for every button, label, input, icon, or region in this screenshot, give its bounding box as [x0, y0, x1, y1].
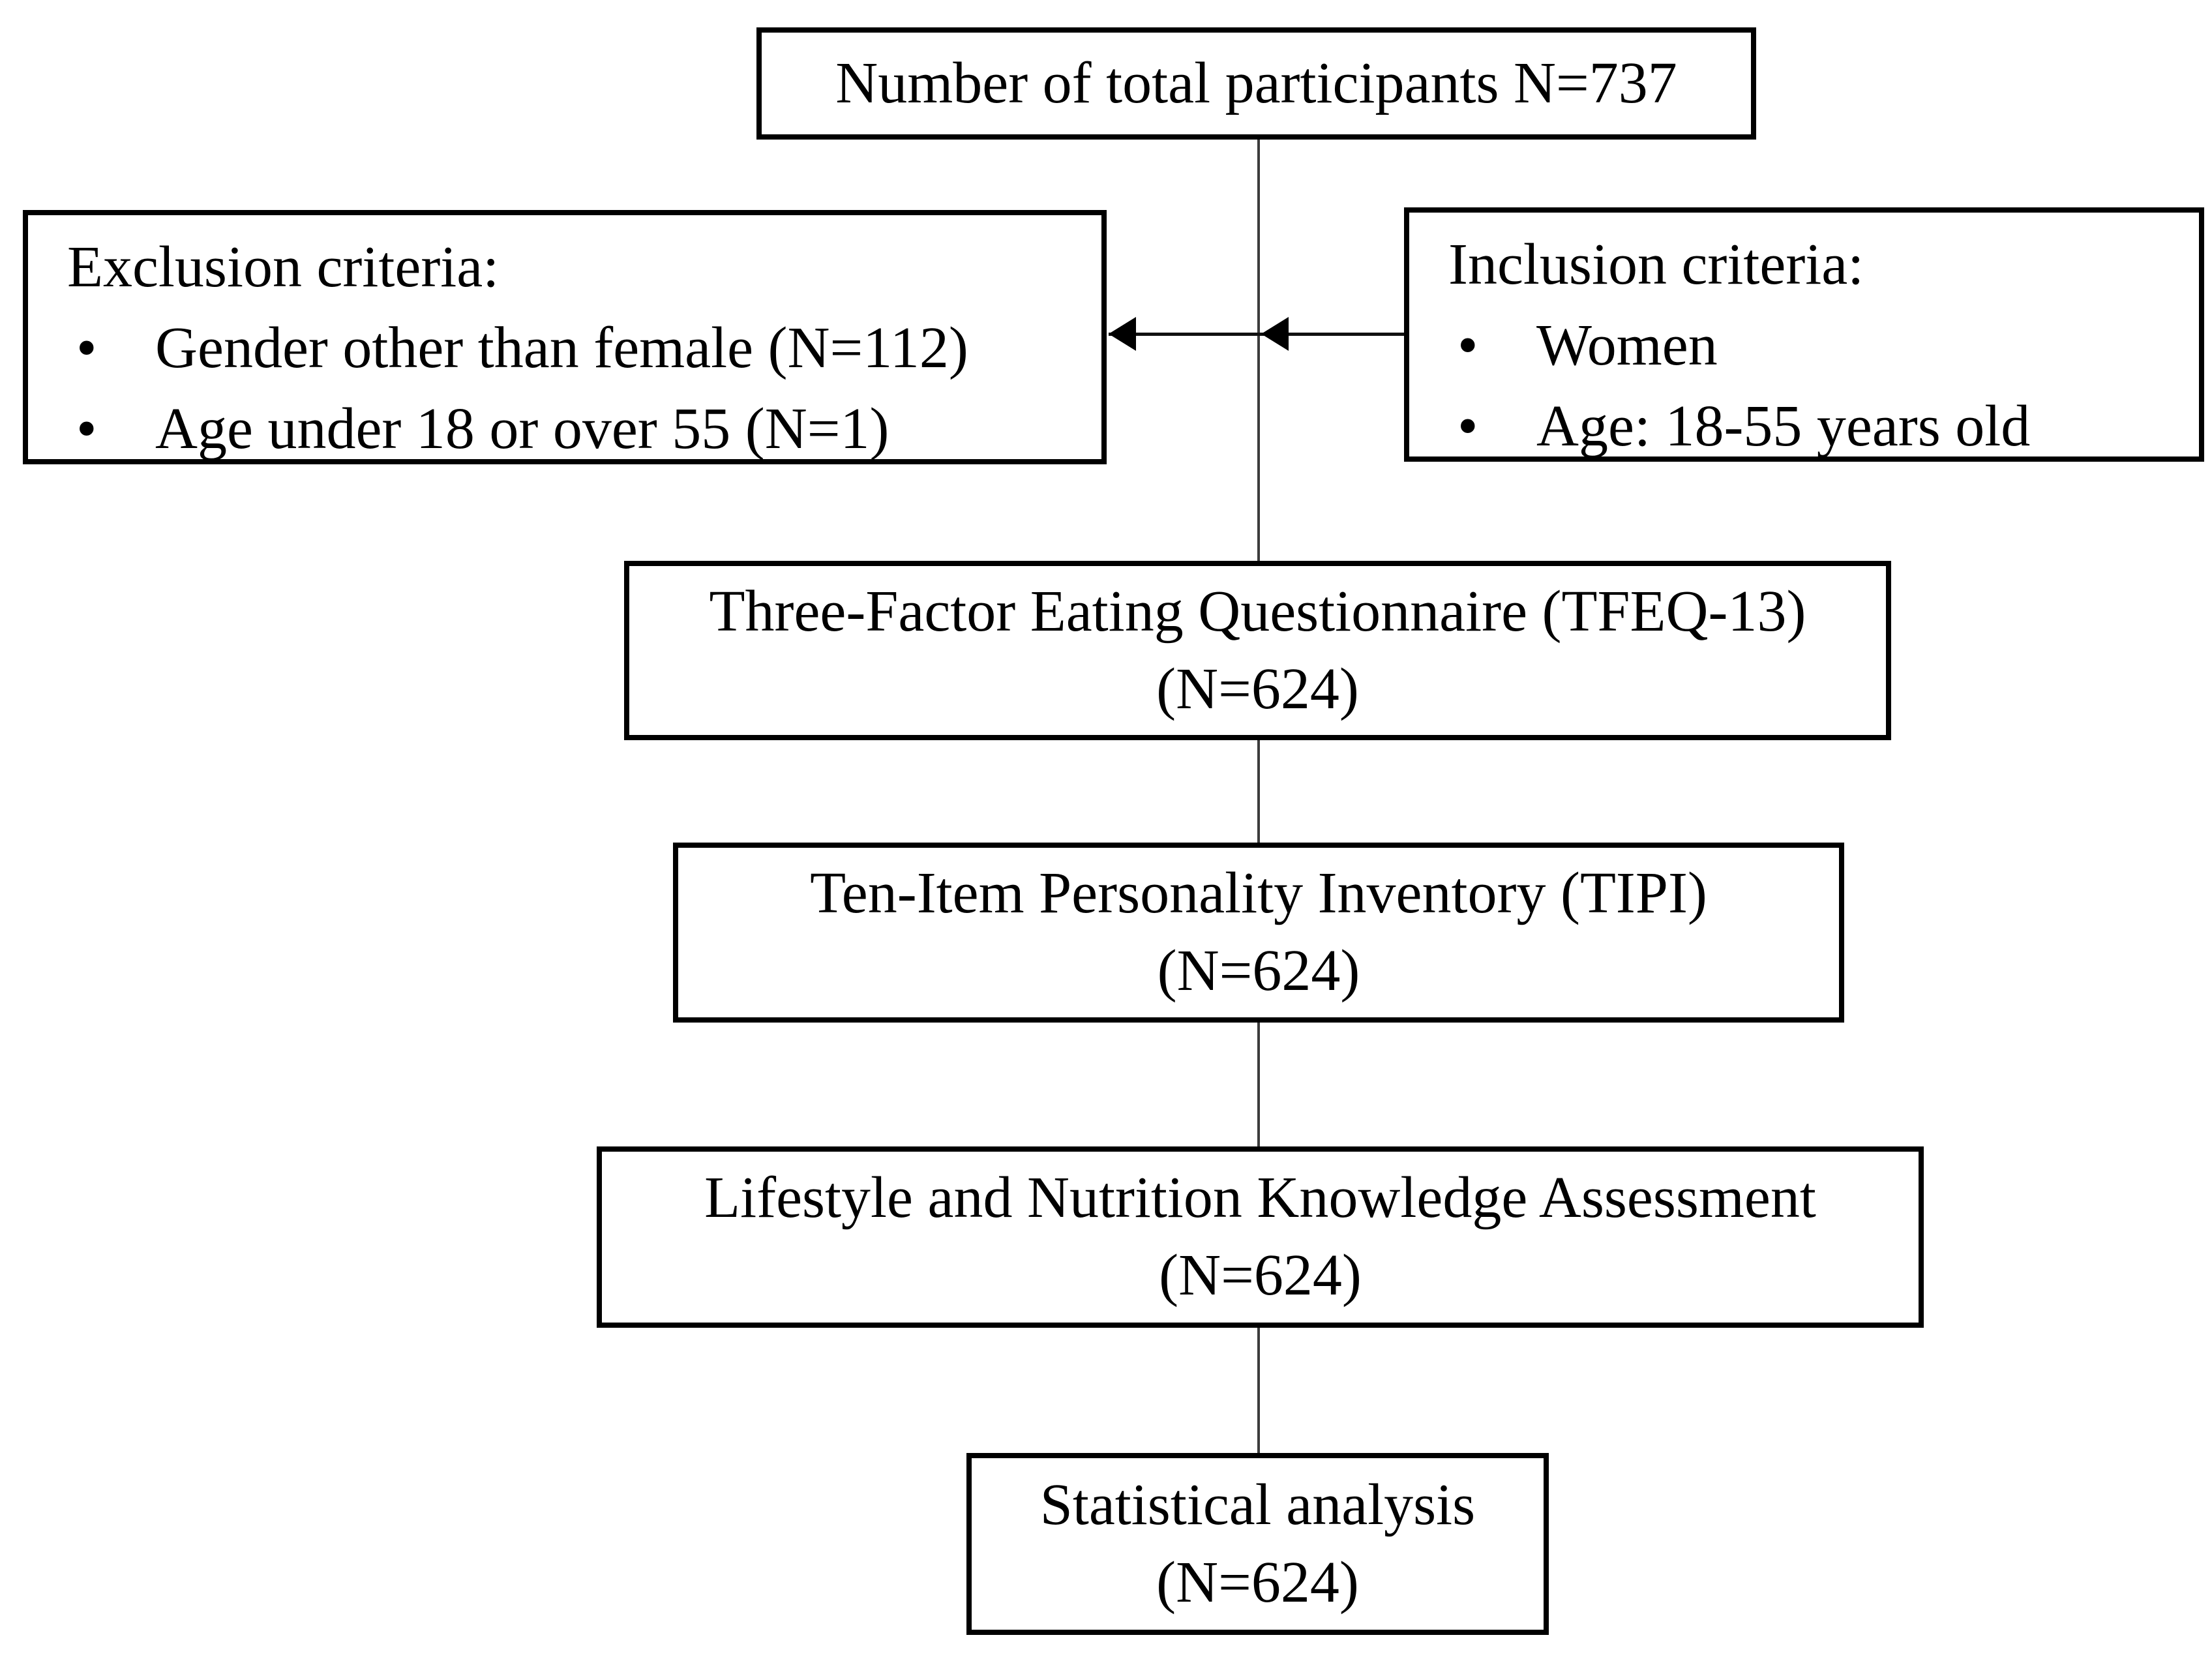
stats-title: Statistical analysis [1039, 1472, 1476, 1537]
total-participants-text: Number of total participants N=737 [835, 50, 1677, 115]
lifestyle-title: Lifestyle and Nutrition Knowledge Assess… [704, 1165, 1816, 1231]
bullet-icon: • [76, 316, 97, 381]
tfeq-box: Three-Factor Eating Questionnaire (TFEQ-… [624, 561, 1891, 740]
inclusion-item-1: • Women [1448, 305, 2186, 386]
arrowhead-left-icon [1261, 317, 1289, 351]
stats-count: (N=624) [1156, 1549, 1359, 1615]
exclusion-heading: Exclusion criteria: [67, 235, 500, 299]
exclusion-item-2: • Age under 18 or over 55 (N=1) [67, 389, 1088, 470]
exclusion-item-1-text: Gender other than female (N=112) [155, 316, 968, 381]
connector-tfeq-to-tipi-line [1257, 740, 1260, 843]
inclusion-criteria-box: Inclusion criteria: • Women • Age: 18-55… [1404, 207, 2204, 462]
inclusion-to-exclusion-arrow-line [1109, 333, 1404, 336]
exclusion-item-2-text: Age under 18 or over 55 (N=1) [155, 397, 889, 462]
tipi-box: Ten-Item Personality Inventory (TIPI) (N… [673, 843, 1844, 1023]
inclusion-item-2: • Age: 18-55 years old [1448, 386, 2186, 467]
lifestyle-count: (N=624) [1159, 1243, 1362, 1308]
bullet-icon: • [76, 397, 97, 462]
bullet-icon: • [1457, 313, 1478, 378]
connector-tipi-to-lifestyle-line [1257, 1023, 1260, 1146]
connector-total-to-tfeq-line [1257, 140, 1260, 565]
inclusion-item-2-text: Age: 18-55 years old [1536, 394, 2031, 459]
tfeq-count: (N=624) [1156, 656, 1359, 721]
lifestyle-assessment-box: Lifestyle and Nutrition Knowledge Assess… [597, 1146, 1924, 1328]
tfeq-title: Three-Factor Eating Questionnaire (TFEQ-… [709, 578, 1806, 644]
tipi-count: (N=624) [1157, 938, 1360, 1003]
inclusion-item-1-text: Women [1536, 313, 1718, 378]
total-participants-box: Number of total participants N=737 [756, 27, 1756, 140]
connector-lifestyle-to-stats-line [1257, 1328, 1260, 1453]
inclusion-heading: Inclusion criteria: [1448, 232, 1864, 297]
bullet-icon: • [1457, 394, 1478, 459]
arrowhead-left-icon [1109, 317, 1136, 351]
exclusion-item-1: • Gender other than female (N=112) [67, 308, 1088, 389]
exclusion-criteria-box: Exclusion criteria: • Gender other than … [23, 210, 1107, 464]
statistical-analysis-box: Statistical analysis (N=624) [966, 1453, 1549, 1635]
tipi-title: Ten-Item Personality Inventory (TIPI) [810, 861, 1707, 926]
